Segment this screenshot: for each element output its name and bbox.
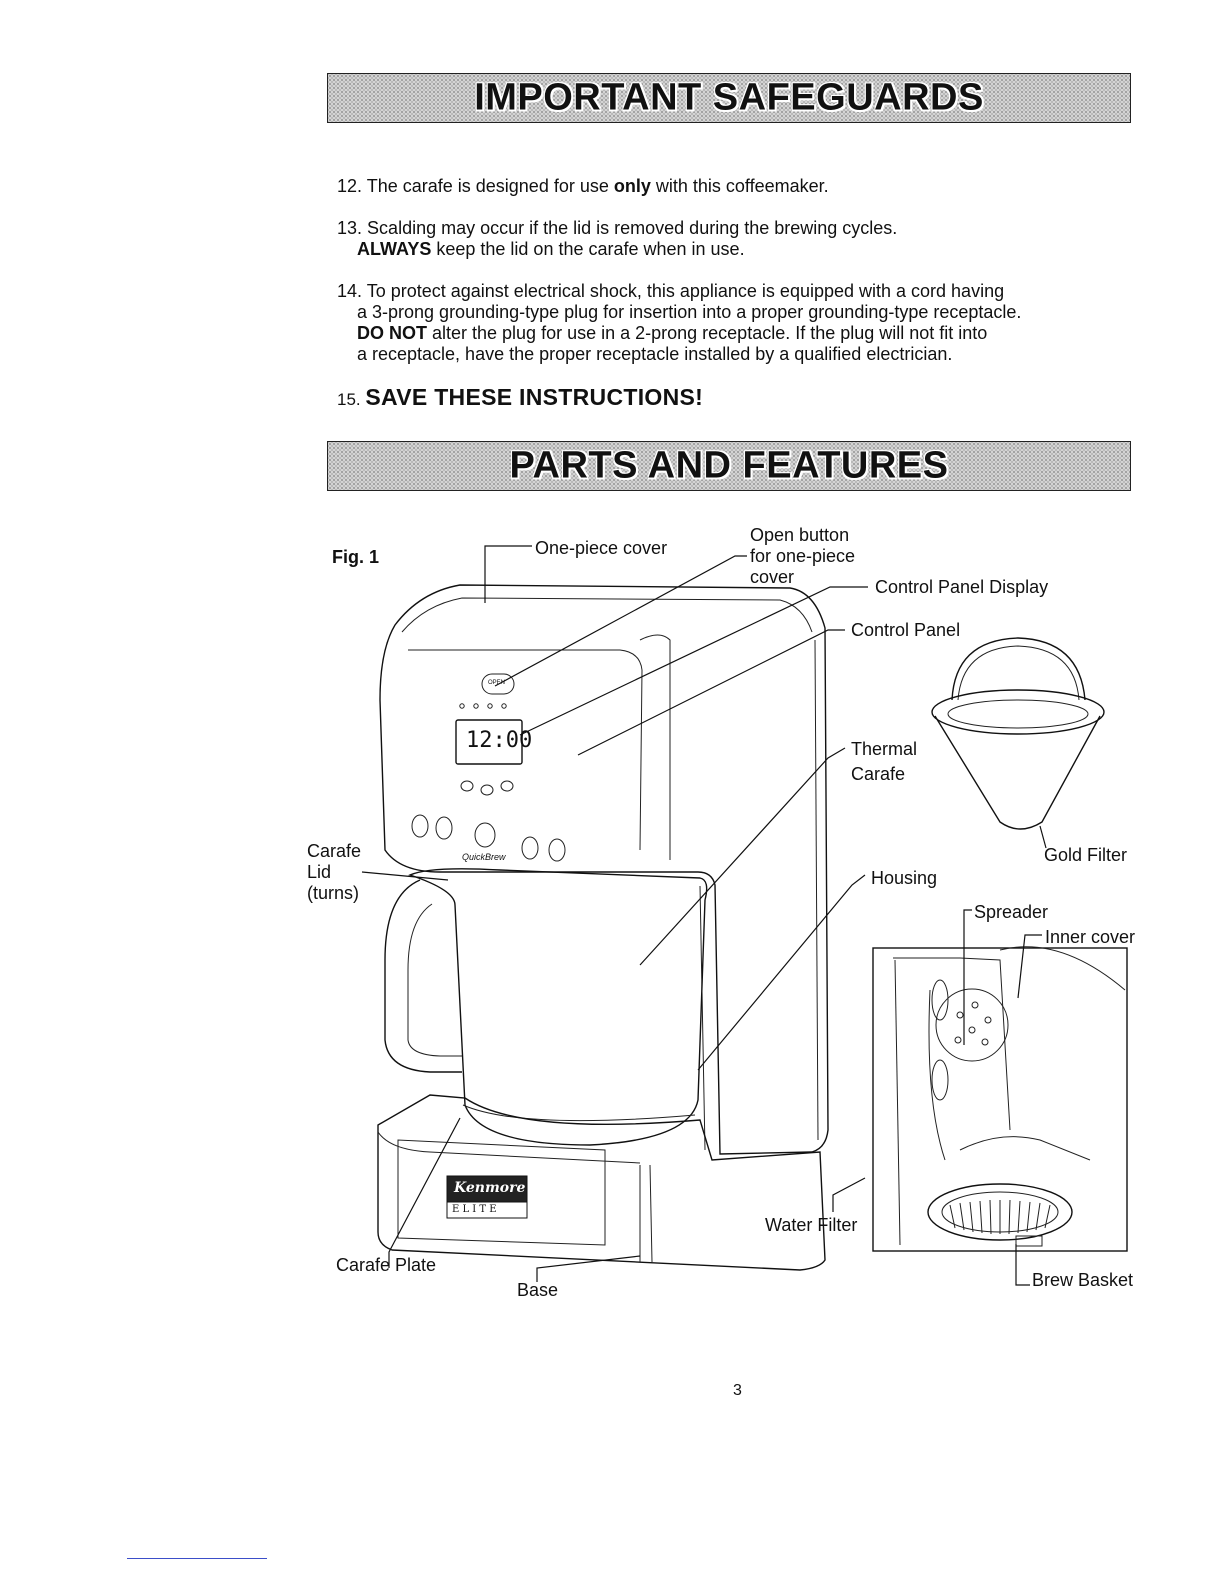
housing-shape bbox=[379, 584, 829, 1155]
label-housing: Housing bbox=[871, 868, 938, 888]
label-base: Base bbox=[517, 1280, 559, 1300]
clock-display: 12:00 bbox=[466, 728, 533, 753]
save-instructions-heading: SAVE THESE INSTRUCTIONS! bbox=[365, 384, 704, 410]
item-text: Scalding may occur if the lid is removed… bbox=[367, 218, 898, 238]
label-water-filter: Water Filter bbox=[765, 1215, 858, 1235]
kenmore-logo-text: Kenmore bbox=[454, 1180, 526, 1196]
item-number: 15. bbox=[337, 390, 361, 409]
leader-lines bbox=[361, 545, 1047, 1286]
safeguard-item-13: 13. Scalding may occur if the lid is rem… bbox=[337, 218, 897, 260]
quickbrew-text: QuickBrew bbox=[462, 852, 506, 862]
base-shape bbox=[377, 1094, 826, 1271]
safeguard-item-14: 14. To protect against electrical shock,… bbox=[337, 281, 1021, 365]
label-thermal: Thermal bbox=[851, 739, 918, 759]
item-number: 12. bbox=[337, 176, 363, 196]
label-open-button-2: for one-piece bbox=[750, 546, 856, 566]
elite-text: E L I T E bbox=[452, 1204, 497, 1215]
control-panel-shape bbox=[411, 673, 566, 862]
item-text: keep the lid on the carafe when in use. bbox=[431, 239, 745, 259]
safeguards-title: IMPORTANT SAFEGUARDS bbox=[474, 76, 984, 119]
item-number: 13. bbox=[337, 218, 363, 238]
label-carafe-lid-3: (turns) bbox=[307, 883, 360, 903]
item-continuation: a receptacle, have the proper receptacle… bbox=[357, 344, 953, 364]
item-number: 14. bbox=[337, 281, 363, 301]
item-continuation: DO NOT alter the plug for use in a 2-pro… bbox=[337, 323, 1021, 344]
item-emphasis: DO NOT bbox=[357, 323, 427, 343]
label-inner-cover: Inner cover bbox=[1045, 927, 1136, 947]
item-emphasis: ALWAYS bbox=[357, 239, 432, 259]
label-open-button-1: Open button bbox=[750, 525, 850, 545]
safeguard-item-15: 15. SAVE THESE INSTRUCTIONS! bbox=[337, 384, 703, 411]
item-text: alter the plug for use in a 2-prong rece… bbox=[427, 323, 988, 343]
gold-filter-shape bbox=[931, 637, 1105, 830]
label-carafe: Carafe bbox=[851, 764, 906, 784]
label-control-panel-display: Control Panel Display bbox=[875, 577, 1049, 597]
item-continuation: a 3-prong grounding-type plug for insert… bbox=[357, 302, 1022, 322]
label-carafe-lid-2: Lid bbox=[307, 862, 332, 882]
label-one-piece-cover: One-piece cover bbox=[535, 538, 668, 558]
label-carafe-plate: Carafe Plate bbox=[336, 1255, 437, 1275]
carafe-shape bbox=[384, 868, 708, 1146]
page-number: 3 bbox=[733, 1382, 742, 1399]
figure-label: Fig. 1 bbox=[332, 547, 380, 567]
parts-banner: PARTS AND FEATURES bbox=[327, 441, 1131, 491]
inset-brew-basket bbox=[872, 946, 1128, 1252]
kenmore-badge bbox=[446, 1175, 528, 1219]
label-gold-filter: Gold Filter bbox=[1044, 845, 1128, 865]
item-text: To protect against electrical shock, thi… bbox=[366, 281, 1005, 301]
label-spreader: Spreader bbox=[974, 902, 1049, 922]
item-text: The carafe is designed for use bbox=[366, 176, 614, 196]
safeguard-item-12: 12. The carafe is designed for use only … bbox=[337, 176, 829, 197]
footer-rule bbox=[127, 1558, 267, 1559]
safeguards-banner: IMPORTANT SAFEGUARDS bbox=[327, 73, 1131, 123]
open-button-text: OPEN bbox=[488, 680, 506, 686]
label-carafe-lid-1: Carafe bbox=[307, 841, 362, 861]
parts-title: PARTS AND FEATURES bbox=[509, 444, 949, 487]
item-text: with this coffeemaker. bbox=[650, 176, 829, 196]
item-continuation: ALWAYS keep the lid on the carafe when i… bbox=[337, 239, 897, 260]
label-open-button-3: cover bbox=[750, 567, 795, 587]
item-emphasis: only bbox=[613, 176, 651, 196]
label-brew-basket: Brew Basket bbox=[1032, 1270, 1134, 1290]
label-control-panel: Control Panel bbox=[851, 620, 961, 640]
